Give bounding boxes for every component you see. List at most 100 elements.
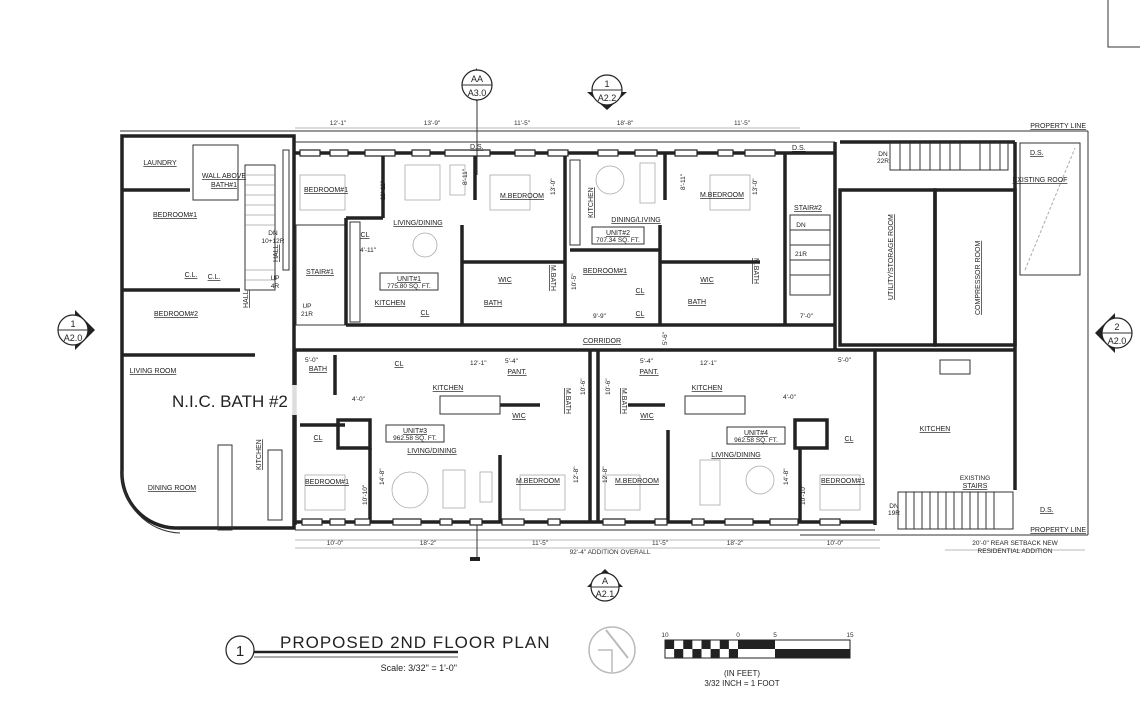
room-label: BEDROOM#1 xyxy=(583,268,627,275)
scale-bar-segment xyxy=(674,649,684,658)
svg-text:13'-0": 13'-0" xyxy=(752,178,759,195)
room-label: BEDROOM#1 xyxy=(153,212,197,219)
room-label: CL xyxy=(636,311,645,318)
svg-text:14'-8": 14'-8" xyxy=(783,468,790,485)
svg-text:5'-4": 5'-4" xyxy=(640,358,654,365)
marker-id: A xyxy=(602,576,608,586)
room-label: BATH#1 xyxy=(211,182,237,189)
svg-text:4'-0": 4'-0" xyxy=(783,394,797,401)
stair-note: DN xyxy=(796,222,806,229)
scale-bar-segment xyxy=(692,649,702,658)
room-label: STAIR#2 xyxy=(794,205,822,212)
unit-number: UNIT#4 xyxy=(744,430,768,437)
svg-text:9'-9": 9'-9" xyxy=(593,313,607,320)
elevation-marker-1-a2-2[interactable]: 1 A2.2 xyxy=(587,74,627,110)
room-label: DINING ROOM xyxy=(148,485,196,492)
room-label: M.BATH xyxy=(564,388,571,414)
room-label: EXISTING ROOF xyxy=(1013,177,1068,184)
room-label: M.BEDROOM xyxy=(700,192,744,199)
dimensions-interior: 8'-11" 11'-11" 4'-11" 13'-0" 10'-5" 8'-1… xyxy=(305,168,852,505)
stair-note: DN xyxy=(268,230,278,237)
north-arrow-icon xyxy=(588,626,636,674)
marker-sheet: A2.0 xyxy=(1108,336,1127,346)
dim-bottom: 10'-0" xyxy=(827,540,844,547)
svg-text:12'-8": 12'-8" xyxy=(573,466,580,483)
drawing-title: 1 PROPOSED 2ND FLOOR PLAN Scale: 3/32" =… xyxy=(225,633,550,673)
scale-bar-segment xyxy=(738,640,775,649)
room-label: M.BEDROOM xyxy=(615,478,659,485)
room-label: M.BEDROOM xyxy=(516,478,560,485)
marker-sheet: A2.1 xyxy=(596,589,615,599)
marker-id: 2 xyxy=(1114,322,1119,332)
existing-stairs-bottom xyxy=(897,491,1014,530)
scale-bar-segment xyxy=(665,640,675,649)
marker-sheet: A3.0 xyxy=(468,88,487,98)
svg-text:12'-1": 12'-1" xyxy=(700,360,717,367)
svg-text:5'-0": 5'-0" xyxy=(838,357,852,364)
room-label: PANT. xyxy=(507,369,526,376)
svg-text:13'-0": 13'-0" xyxy=(550,178,557,195)
room-label: KITCHEN xyxy=(256,439,263,470)
scale-bar-segment xyxy=(728,649,738,658)
room-label: LIVING/DINING xyxy=(711,452,760,459)
svg-text:14'-8": 14'-8" xyxy=(379,468,386,485)
svg-text:5'-0": 5'-0" xyxy=(305,357,319,364)
rear-rooms xyxy=(838,140,1081,490)
scale-tick: 15 xyxy=(846,632,854,639)
dim-top: 12'-1" xyxy=(330,120,347,127)
svg-text:11'-11": 11'-11" xyxy=(380,180,387,200)
common-labels: CORRIDOR UTILITY/STORAGE ROOM COMPRESSOR… xyxy=(470,123,1086,555)
dim-bottom: 11'-5" xyxy=(532,540,549,547)
svg-text:5'-6": 5'-6" xyxy=(662,331,669,345)
upper-units-walls xyxy=(295,141,837,350)
room-label: M.BEDROOM xyxy=(500,193,544,200)
svg-text:12'-8": 12'-8" xyxy=(602,466,609,483)
svg-text:8'-11": 8'-11" xyxy=(462,168,469,185)
marker-id: 1 xyxy=(70,319,75,329)
room-label: CL xyxy=(636,288,645,295)
marker-id: 1 xyxy=(604,79,609,89)
unit-number: UNIT#1 xyxy=(397,276,421,283)
dim-top: 11'-5" xyxy=(734,120,751,127)
unit-area: 962.58 SQ. FT. xyxy=(393,435,437,442)
room-label: CL xyxy=(421,310,430,317)
unit-area: 775.80 SQ. FT. xyxy=(387,283,431,290)
room-label: WALL ABOVE xyxy=(202,173,247,180)
unit-number: UNIT#3 xyxy=(403,428,427,435)
section-marker-a[interactable]: A A2.1 xyxy=(470,525,623,602)
room-label: C.L. xyxy=(208,274,221,281)
unit-area: 962.58 SQ. FT. xyxy=(734,437,778,444)
room-label: KITCHEN xyxy=(920,426,951,433)
elevation-marker-2-a2-0[interactable]: 2 A2.0 xyxy=(1095,313,1133,353)
room-label: KITCHEN xyxy=(433,385,464,392)
dim-bottom: 18'-2" xyxy=(727,540,744,547)
scale-bar-segment xyxy=(775,649,850,658)
room-label: WIC xyxy=(700,277,714,284)
room-label: WIC xyxy=(498,277,512,284)
unit-2-labels: KITCHEN DINING/LIVING UNIT#2 707.34 SQ. … xyxy=(583,187,822,318)
svg-text:12'-1": 12'-1" xyxy=(470,360,487,367)
room-label: LIVING ROOM xyxy=(130,368,177,375)
scale-bar-segment xyxy=(683,640,693,649)
dim-top: 11'-5" xyxy=(514,120,531,127)
section-marker-aa[interactable]: AA A3.0 xyxy=(461,68,493,175)
property-line-label: PROPERTY LINE xyxy=(1030,527,1086,534)
room-label: LIVING/DINING xyxy=(407,448,456,455)
svg-text:7'-0": 7'-0" xyxy=(800,313,814,320)
room-label: M.BATH xyxy=(620,388,627,414)
dim-top: 13'-9" xyxy=(424,120,441,127)
svg-text:4'-11": 4'-11" xyxy=(360,247,377,254)
downspout-label: D.S. xyxy=(1040,507,1054,514)
unit-3-labels: BATH CL KITCHEN PANT. UNIT#3 962.58 SQ. … xyxy=(305,361,571,486)
elevation-marker-1-a2-0[interactable]: 1 A2.0 xyxy=(57,310,95,350)
room-label: KITCHEN xyxy=(375,300,406,307)
downspout-label: D.S. xyxy=(1030,150,1044,157)
drawing-number: 1 xyxy=(236,643,244,660)
room-label: WIC xyxy=(512,413,526,420)
corridor-label: CORRIDOR xyxy=(583,338,621,345)
marker-id: AA xyxy=(471,74,483,84)
room-label: COMPRESSOR ROOM xyxy=(975,241,982,315)
room-label: BEDROOM#1 xyxy=(305,479,349,486)
svg-text:10'-10": 10'-10" xyxy=(800,484,807,505)
